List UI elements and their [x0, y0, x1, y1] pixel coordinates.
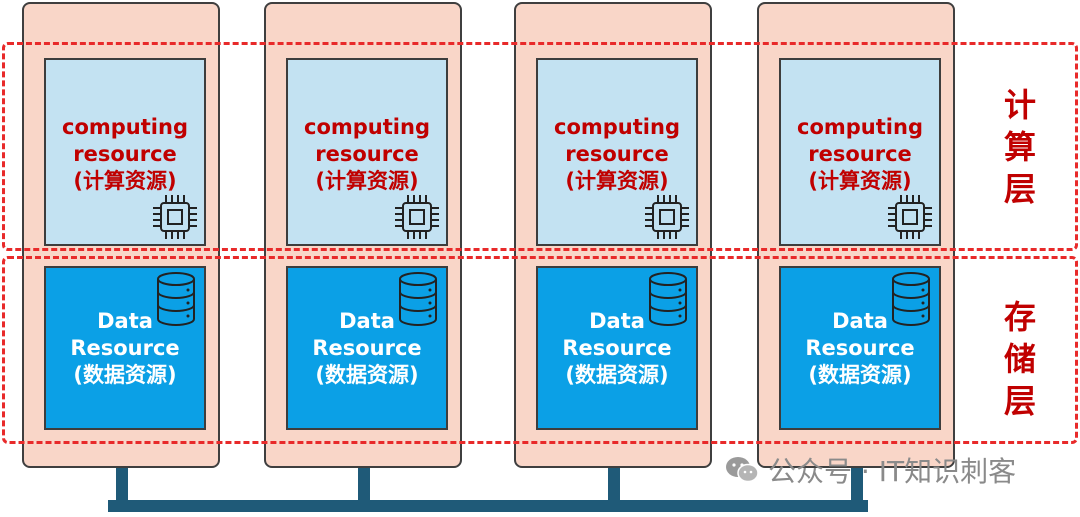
storage-layer-title: 存 储 层 [1000, 296, 1040, 422]
data-label-line: Resource [562, 336, 672, 360]
cpu-chip-icon [395, 195, 439, 239]
compute-label: computing resource (计算资源) [781, 114, 939, 195]
data-resource-box: Data Resource (数据资源) [286, 266, 448, 430]
data-label-line: Data [97, 309, 153, 333]
data-label-line: Resource [805, 336, 915, 360]
data-resource-box: Data Resource (数据资源) [536, 266, 698, 430]
bus-connector [358, 468, 370, 508]
database-icon [399, 272, 437, 327]
data-resource-box: Data Resource (数据资源) [44, 266, 206, 430]
database-icon [157, 272, 195, 327]
compute-label: computing resource (计算资源) [288, 114, 446, 195]
network-bus [108, 500, 868, 512]
compute-label-line: resource [315, 142, 419, 166]
wechat-icon [726, 457, 759, 483]
data-label-line: Resource [70, 336, 180, 360]
compute-resource-box: computing resource (计算资源) [779, 58, 941, 246]
data-label: Data Resource (数据资源) [781, 308, 939, 389]
layer-title-char: 层 [1003, 170, 1036, 208]
bus-connector [851, 468, 863, 508]
data-label: Data Resource (数据资源) [288, 308, 446, 389]
compute-label-line: computing [62, 115, 188, 139]
compute-label-line: resource [565, 142, 669, 166]
data-label: Data Resource (数据资源) [46, 308, 204, 389]
compute-label-line: computing [304, 115, 430, 139]
compute-resource-box: computing resource (计算资源) [286, 58, 448, 246]
cpu-chip-icon [645, 195, 689, 239]
bus-connector [608, 468, 620, 508]
compute-label-line: (计算资源) [808, 169, 912, 193]
watermark-text: 公众号 · IT知识刺客 [768, 455, 1017, 488]
layer-title-char: 计 [1003, 86, 1036, 124]
data-label-line: Data [339, 309, 395, 333]
compute-label-line: resource [808, 142, 912, 166]
compute-label: computing resource (计算资源) [46, 114, 204, 195]
compute-label-line: (计算资源) [315, 169, 419, 193]
data-label-line: (数据资源) [808, 363, 912, 387]
bus-connector [116, 468, 128, 508]
server-node: computing resource (计算资源) Data Resource … [757, 2, 955, 468]
cpu-chip-icon [153, 195, 197, 239]
data-label-line: Data [832, 309, 888, 333]
server-node: computing resource (计算资源) Data Resource … [264, 2, 462, 468]
server-node: computing resource (计算资源) Data Resource … [22, 2, 220, 468]
data-label-line: (数据资源) [565, 363, 669, 387]
server-node: computing resource (计算资源) Data Resource … [514, 2, 712, 468]
database-icon [649, 272, 687, 327]
compute-layer-outline [2, 42, 1078, 251]
data-label-line: Data [589, 309, 645, 333]
database-icon [892, 272, 930, 327]
data-label-line: (数据资源) [73, 363, 177, 387]
data-resource-box: Data Resource (数据资源) [779, 266, 941, 430]
data-label-line: Resource [312, 336, 422, 360]
layer-title-char: 储 [1003, 340, 1036, 378]
compute-label-line: resource [73, 142, 177, 166]
storage-layer-outline [2, 256, 1078, 444]
data-label: Data Resource (数据资源) [538, 308, 696, 389]
cpu-chip-icon [888, 195, 932, 239]
compute-label-line: (计算资源) [73, 169, 177, 193]
compute-label-line: (计算资源) [565, 169, 669, 193]
compute-resource-box: computing resource (计算资源) [536, 58, 698, 246]
watermark: 公众号 · IT知识刺客 [724, 450, 1064, 490]
layer-title-char: 存 [1003, 298, 1036, 336]
data-label-line: (数据资源) [315, 363, 419, 387]
compute-label-line: computing [797, 115, 923, 139]
compute-label: computing resource (计算资源) [538, 114, 696, 195]
layer-title-char: 层 [1003, 382, 1036, 420]
compute-resource-box: computing resource (计算资源) [44, 58, 206, 246]
layer-title-char: 算 [1003, 128, 1036, 166]
compute-label-line: computing [554, 115, 680, 139]
compute-layer-title: 计 算 层 [1000, 84, 1040, 210]
